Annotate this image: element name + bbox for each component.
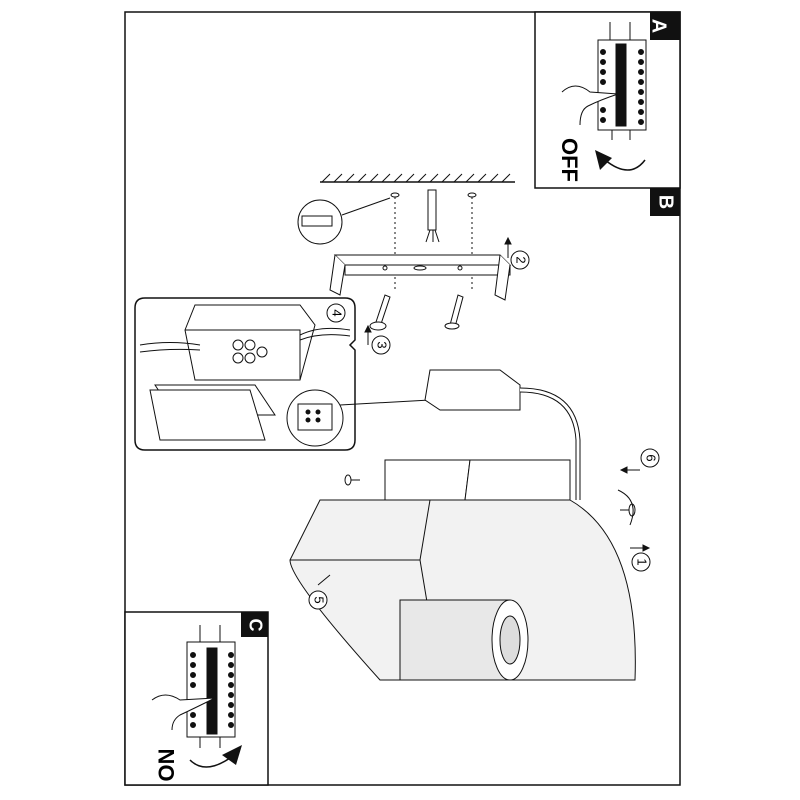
hand-icon [151, 694, 216, 731]
step-3: 3 [371, 335, 391, 355]
svg-text:4: 4 [330, 309, 345, 316]
panel-c: C ON [124, 611, 269, 786]
rotate-arrow-icon [604, 159, 646, 171]
step-1: 1 [631, 552, 651, 572]
svg-text:2: 2 [514, 256, 529, 263]
panel-c-label: C [245, 619, 265, 632]
svg-text:3: 3 [375, 341, 390, 348]
wiring-detail-inset [134, 297, 431, 451]
breaker-board-icon [186, 625, 236, 748]
step-6: 6 [640, 448, 660, 468]
off-label: OFF [557, 138, 582, 182]
on-label: ON [154, 749, 179, 782]
panel-a-label: A [648, 19, 670, 33]
svg-text:6: 6 [644, 454, 659, 461]
rotate-arrow-icon [189, 757, 231, 768]
step-2: 2 [510, 250, 530, 270]
svg-text:5: 5 [312, 596, 327, 603]
breaker-board-icon [597, 22, 647, 140]
panel-a: A OFF [534, 11, 681, 189]
panel-a-label-box [650, 12, 680, 40]
svg-text:1: 1 [635, 558, 650, 565]
mounting-bracket [329, 254, 512, 301]
screw-icon [344, 294, 636, 517]
ceiling [320, 173, 515, 290]
page-frame [124, 11, 681, 786]
wall-lamp [289, 369, 636, 681]
wall-plug-icon [297, 197, 391, 245]
step-5: 5 [308, 590, 328, 610]
panel-b-label: B [655, 195, 677, 209]
panel-b-label-box [650, 188, 680, 216]
hand-icon [561, 85, 619, 126]
step-4: 4 [326, 303, 346, 323]
arrow-icons [317, 236, 651, 586]
